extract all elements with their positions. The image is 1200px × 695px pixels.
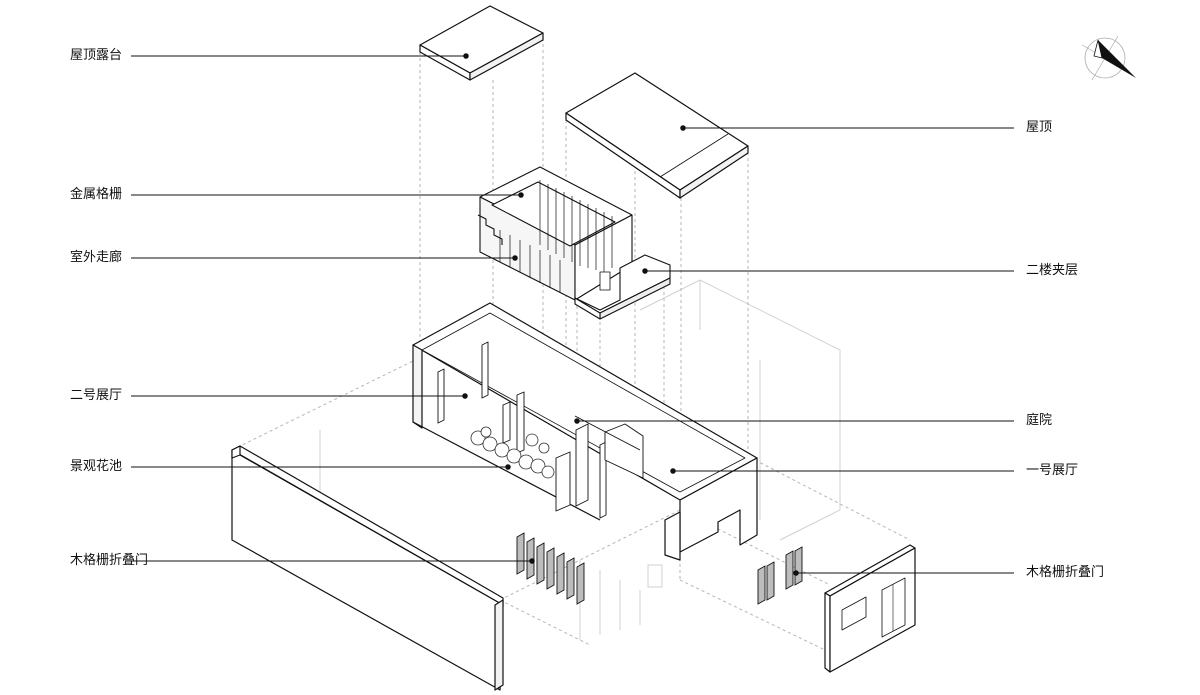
long-wall-left — [231, 445, 504, 691]
label-roof: 屋顶 — [1026, 120, 1053, 135]
label-metal-grille: 金属格栅 — [70, 187, 123, 202]
roof-slab — [565, 72, 749, 199]
label-gallery-2: 二号展厅 — [70, 388, 123, 403]
roof-terrace-slab — [419, 5, 544, 81]
label-roof-terrace: 屋顶露台 — [70, 48, 123, 63]
label-mezzanine: 二楼夹层 — [1026, 263, 1079, 278]
right-wall — [824, 544, 916, 673]
planter-shrubs — [470, 426, 555, 479]
north-arrow-icon — [1081, 35, 1136, 81]
ground-floor-volume — [412, 302, 758, 561]
leader-lines — [131, 53, 1014, 576]
label-gallery-1: 一号展厅 — [1026, 463, 1079, 478]
label-folding-door-left: 木格栅折叠门 — [70, 553, 149, 568]
label-folding-door-right: 木格栅折叠门 — [1026, 565, 1105, 580]
label-courtyard: 庭院 — [1026, 413, 1053, 428]
mezzanine-volume — [477, 166, 671, 320]
folding-doors — [516, 532, 803, 605]
label-landscape-planter: 景观花池 — [70, 459, 123, 474]
label-outdoor-corridor: 室外走廊 — [70, 250, 123, 265]
